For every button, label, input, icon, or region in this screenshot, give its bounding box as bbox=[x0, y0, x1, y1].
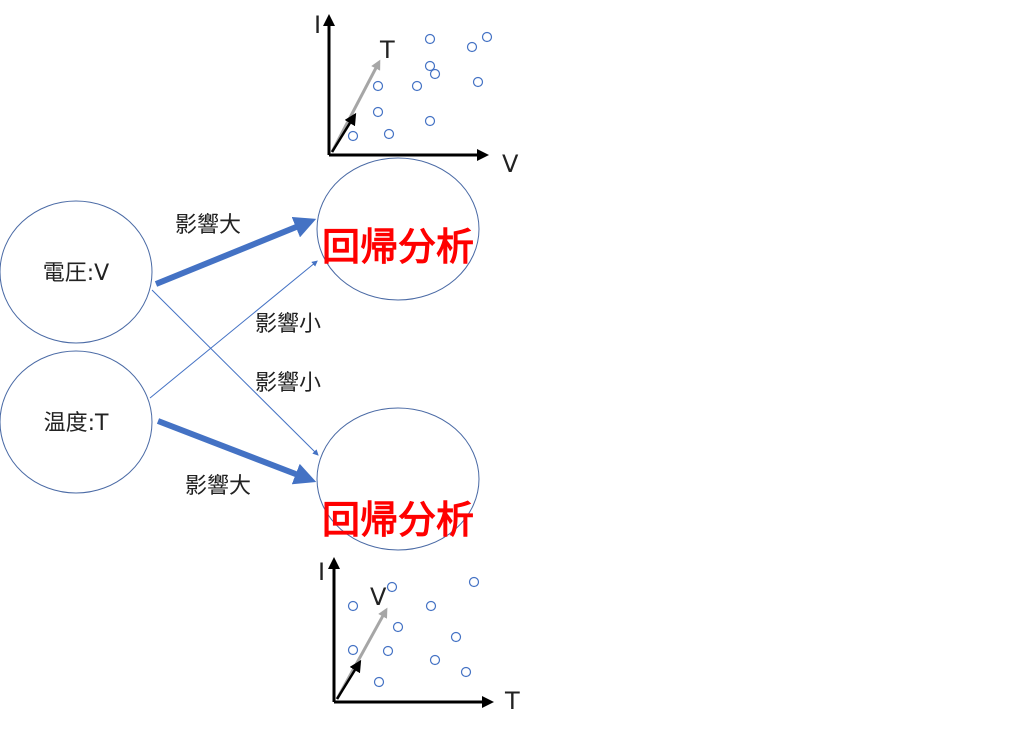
plot-bottom: I T V bbox=[318, 557, 520, 715]
arrow-voltage-to-bottom bbox=[151, 289, 319, 456]
plot-bottom-point bbox=[450, 631, 462, 643]
plot-bottom-point bbox=[392, 621, 404, 633]
plot-bottom-point bbox=[468, 576, 480, 588]
plot-bottom-point bbox=[429, 654, 441, 666]
voltage-node-label: 電圧:V bbox=[43, 261, 109, 286]
plot-top-point bbox=[424, 115, 436, 127]
edge-label-voltage-top: 影響大 bbox=[175, 213, 241, 238]
regression-bottom-circle bbox=[316, 407, 480, 551]
plot-bottom-point bbox=[460, 666, 472, 678]
plot-bottom-y-label: I bbox=[318, 558, 325, 586]
plot-top-vector-label: T bbox=[379, 36, 395, 64]
plot-bottom-point bbox=[373, 676, 385, 688]
plot-top-point bbox=[472, 76, 484, 88]
plot-top-point bbox=[372, 106, 384, 118]
arrow-temperature-to-bottom bbox=[156, 418, 317, 485]
plot-top-point bbox=[466, 41, 478, 53]
plot-top: I V T bbox=[314, 11, 519, 178]
temperature-node bbox=[0, 350, 153, 494]
plot-top-y-label: I bbox=[314, 11, 321, 39]
arrow-voltage-to-top bbox=[154, 216, 317, 287]
plot-top-point bbox=[424, 60, 436, 72]
voltage-node bbox=[0, 200, 153, 344]
plot-bottom-vector-black bbox=[335, 659, 362, 700]
edge-label-temperature-bottom: 影響大 bbox=[185, 474, 251, 499]
regression-bottom-label: 回帰分析 bbox=[322, 498, 474, 542]
edge-label-voltage-bottom: 影響小 bbox=[255, 371, 321, 396]
plot-top-point bbox=[481, 31, 493, 43]
plot-bottom-point bbox=[386, 581, 398, 593]
temperature-node-label: 温度:T bbox=[44, 411, 109, 436]
plot-bottom-x-label: T bbox=[504, 687, 520, 715]
plot-bottom-point bbox=[347, 644, 359, 656]
regression-top-label: 回帰分析 bbox=[322, 225, 474, 269]
plot-top-vector-black bbox=[330, 112, 357, 153]
plot-top-point bbox=[347, 130, 359, 142]
plot-top-point bbox=[372, 80, 384, 92]
plot-bottom-point bbox=[382, 645, 394, 657]
plot-top-point bbox=[424, 33, 436, 45]
plot-bottom-point bbox=[425, 600, 437, 612]
edge-label-temperature-top: 影響小 bbox=[255, 312, 321, 337]
plot-top-point bbox=[383, 128, 395, 140]
plot-bottom-vector-label: V bbox=[370, 583, 387, 611]
plot-bottom-point bbox=[347, 600, 359, 612]
plot-top-x-label: V bbox=[502, 150, 519, 178]
plot-top-point bbox=[429, 68, 441, 80]
arrow-temperature-to-top bbox=[149, 260, 318, 399]
regression-top-circle bbox=[316, 157, 480, 301]
plot-top-point bbox=[411, 80, 423, 92]
